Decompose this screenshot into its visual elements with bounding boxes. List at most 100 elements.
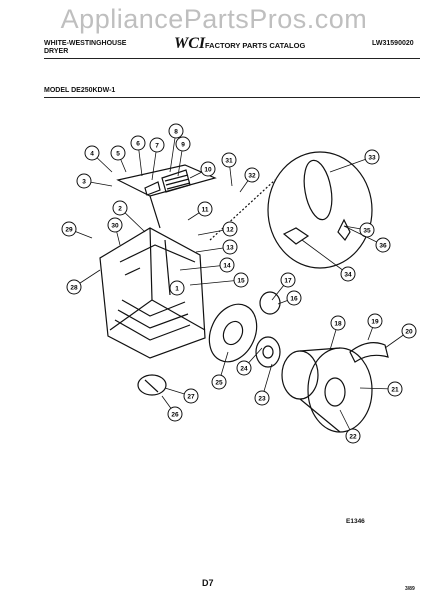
callout-2: 2 xyxy=(112,200,146,233)
callout-8: 8 xyxy=(168,123,184,173)
callout-12: 12 xyxy=(197,221,238,237)
callout-label: 17 xyxy=(284,277,292,284)
leader-line xyxy=(189,279,242,286)
callout-bubble xyxy=(387,381,403,397)
callout-label: 24 xyxy=(240,365,248,372)
callout-bubble xyxy=(280,272,296,288)
catalog-date: 3/89 xyxy=(405,586,415,592)
callout-label: 29 xyxy=(65,226,73,233)
callout-11: 11 xyxy=(187,201,213,221)
callout-6: 6 xyxy=(130,135,146,177)
callout-bubble xyxy=(244,167,260,183)
callout-22: 22 xyxy=(339,409,361,444)
figure-id: E1346 xyxy=(346,518,365,525)
callout-label: 16 xyxy=(290,295,298,302)
callout-label: 1 xyxy=(175,285,179,292)
model-label: MODEL DE250KDW-1 xyxy=(44,87,116,94)
callout-bubble xyxy=(76,173,92,189)
callout-label: 30 xyxy=(111,222,119,229)
callout-18: 18 xyxy=(329,315,346,351)
callout-label: 12 xyxy=(226,226,234,233)
top-panel xyxy=(116,164,217,197)
callout-bubble xyxy=(286,290,302,306)
motor xyxy=(137,374,167,396)
callout-30: 30 xyxy=(107,217,123,246)
callout-label: 32 xyxy=(248,172,256,179)
callout-bubble xyxy=(107,217,123,233)
callout-27: 27 xyxy=(164,387,199,404)
callout-label: 15 xyxy=(237,277,245,284)
callout-label: 10 xyxy=(204,166,212,173)
callout-bubble xyxy=(211,374,227,390)
callout-24: 24 xyxy=(236,347,263,376)
callout-label: 33 xyxy=(368,154,376,161)
cabinet-drawing xyxy=(99,151,389,433)
callout-label: 3 xyxy=(82,178,86,185)
callout-label: 28 xyxy=(70,284,78,291)
callout-19: 19 xyxy=(367,313,383,341)
callout-label: 26 xyxy=(171,411,179,418)
callout-bubble xyxy=(375,237,391,253)
callout-bubble xyxy=(168,123,184,139)
callout-label: 11 xyxy=(202,206,209,213)
callout-label: 14 xyxy=(223,262,231,269)
blower-wheel xyxy=(255,336,281,368)
callout-15: 15 xyxy=(189,272,249,288)
callout-25: 25 xyxy=(211,351,229,390)
callout-bubble xyxy=(175,136,191,152)
callout-label: 19 xyxy=(371,318,379,325)
model-rule xyxy=(44,97,420,98)
callout-label: 22 xyxy=(349,433,357,440)
callout-4: 4 xyxy=(84,145,113,173)
callout-34: 34 xyxy=(301,239,356,282)
drum-front xyxy=(281,350,319,400)
callout-bubble xyxy=(130,135,146,151)
callout-bubble xyxy=(169,280,185,296)
callout-29: 29 xyxy=(61,221,93,239)
callout-bubble xyxy=(367,313,383,329)
callout-label: 25 xyxy=(215,379,223,386)
callout-label: 7 xyxy=(155,142,159,149)
lint-screen xyxy=(161,169,191,193)
idler-pulley xyxy=(259,291,281,315)
callout-9: 9 xyxy=(175,136,191,177)
callout-label: 21 xyxy=(391,386,399,393)
callout-bubble xyxy=(219,257,235,273)
callout-bubble xyxy=(340,266,356,282)
callout-label: 34 xyxy=(344,271,352,278)
callout-13: 13 xyxy=(195,239,238,255)
callout-bubble xyxy=(66,279,82,295)
callout-bubble xyxy=(112,200,128,216)
callout-label: 35 xyxy=(363,227,371,234)
callout-23: 23 xyxy=(254,363,273,406)
callout-label: 36 xyxy=(379,242,387,249)
wci-logo: WCI xyxy=(174,35,206,52)
callout-33: 33 xyxy=(329,149,380,173)
roller xyxy=(282,227,310,245)
callout-36: 36 xyxy=(343,225,391,253)
callout-10: 10 xyxy=(189,161,216,179)
callout-bubble xyxy=(183,388,199,404)
callout-bubble xyxy=(236,360,252,376)
callout-label: 31 xyxy=(225,157,233,164)
callout-bubble xyxy=(254,390,270,406)
callout-32: 32 xyxy=(239,167,260,193)
callout-bubble xyxy=(149,137,165,153)
leader-line xyxy=(301,239,349,275)
callout-14: 14 xyxy=(179,257,235,273)
callout-label: 9 xyxy=(181,141,185,148)
callout-20: 20 xyxy=(384,323,417,349)
callout-31: 31 xyxy=(221,152,237,187)
callout-16: 16 xyxy=(277,290,302,306)
callout-label: 4 xyxy=(90,150,94,157)
catalog-number: LW31590020 xyxy=(372,40,414,47)
callout-bubble xyxy=(222,221,238,237)
callout-bubble xyxy=(221,152,237,168)
callout-label: 27 xyxy=(187,393,195,400)
callout-28: 28 xyxy=(66,269,101,295)
filter-housing xyxy=(144,181,161,196)
callout-21: 21 xyxy=(359,381,403,397)
callout-label: 5 xyxy=(116,150,120,157)
